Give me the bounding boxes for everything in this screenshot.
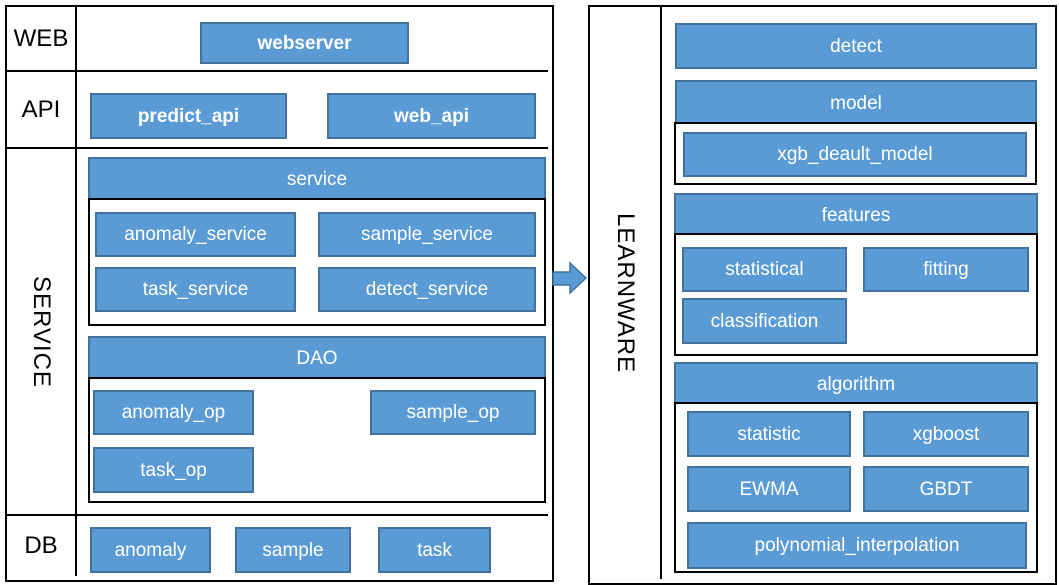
- box-anomaly-service: anomaly_service: [95, 212, 296, 257]
- box-xgb-deault-model: xgb_deault_model: [683, 132, 1027, 177]
- service-db-row-divider: [7, 514, 548, 516]
- row-label-web: WEB: [13, 24, 69, 52]
- learnware-label-divider: [660, 7, 662, 579]
- box-db-anomaly: anomaly: [90, 527, 211, 573]
- box-statistic: statistic: [687, 411, 851, 457]
- left-architecture-panel: WEB API SERVICE DB webserver predict_api…: [5, 5, 554, 582]
- label-column-divider: [75, 7, 77, 576]
- box-fitting: fitting: [863, 247, 1029, 292]
- group-header-service: service: [88, 157, 546, 202]
- row-label-api: API: [21, 95, 61, 123]
- box-ewma: EWMA: [687, 466, 851, 512]
- box-webserver: webserver: [200, 22, 409, 64]
- panel-label-learnware-text: LEARNWARE: [612, 212, 639, 374]
- row-label-service: SERVICE: [7, 149, 75, 514]
- box-predict-api: predict_api: [90, 93, 287, 139]
- group-header-dao: DAO: [88, 336, 546, 381]
- group-header-features: features: [674, 193, 1038, 237]
- box-polynomial-interpolation: polynomial_interpolation: [687, 522, 1027, 569]
- box-detect: detect: [675, 23, 1037, 69]
- box-db-task: task: [378, 527, 491, 573]
- api-service-row-divider: [7, 147, 548, 149]
- web-api-row-divider: [7, 70, 548, 72]
- box-anomaly-op: anomaly_op: [93, 390, 254, 435]
- row-label-service-text: SERVICE: [28, 275, 55, 388]
- box-classification: classification: [682, 298, 847, 344]
- box-detect-service: detect_service: [318, 267, 536, 312]
- box-db-sample: sample: [235, 527, 351, 573]
- box-web-api: web_api: [327, 93, 536, 139]
- box-statistical: statistical: [682, 247, 847, 292]
- box-task-service: task_service: [95, 267, 296, 312]
- panel-label-learnware: LEARNWARE: [590, 7, 660, 579]
- box-task-op: task_op: [93, 447, 254, 493]
- right-arrow-icon: [552, 261, 588, 295]
- row-label-db: DB: [24, 532, 58, 559]
- group-header-algorithm: algorithm: [674, 362, 1038, 406]
- learnware-panel: LEARNWARE detect model xgb_deault_model …: [588, 5, 1057, 585]
- group-header-model: model: [675, 80, 1037, 126]
- box-gbdt: GBDT: [863, 466, 1029, 512]
- box-sample-service: sample_service: [318, 212, 536, 257]
- box-xgboost: xgboost: [863, 411, 1029, 457]
- box-sample-op: sample_op: [370, 390, 536, 435]
